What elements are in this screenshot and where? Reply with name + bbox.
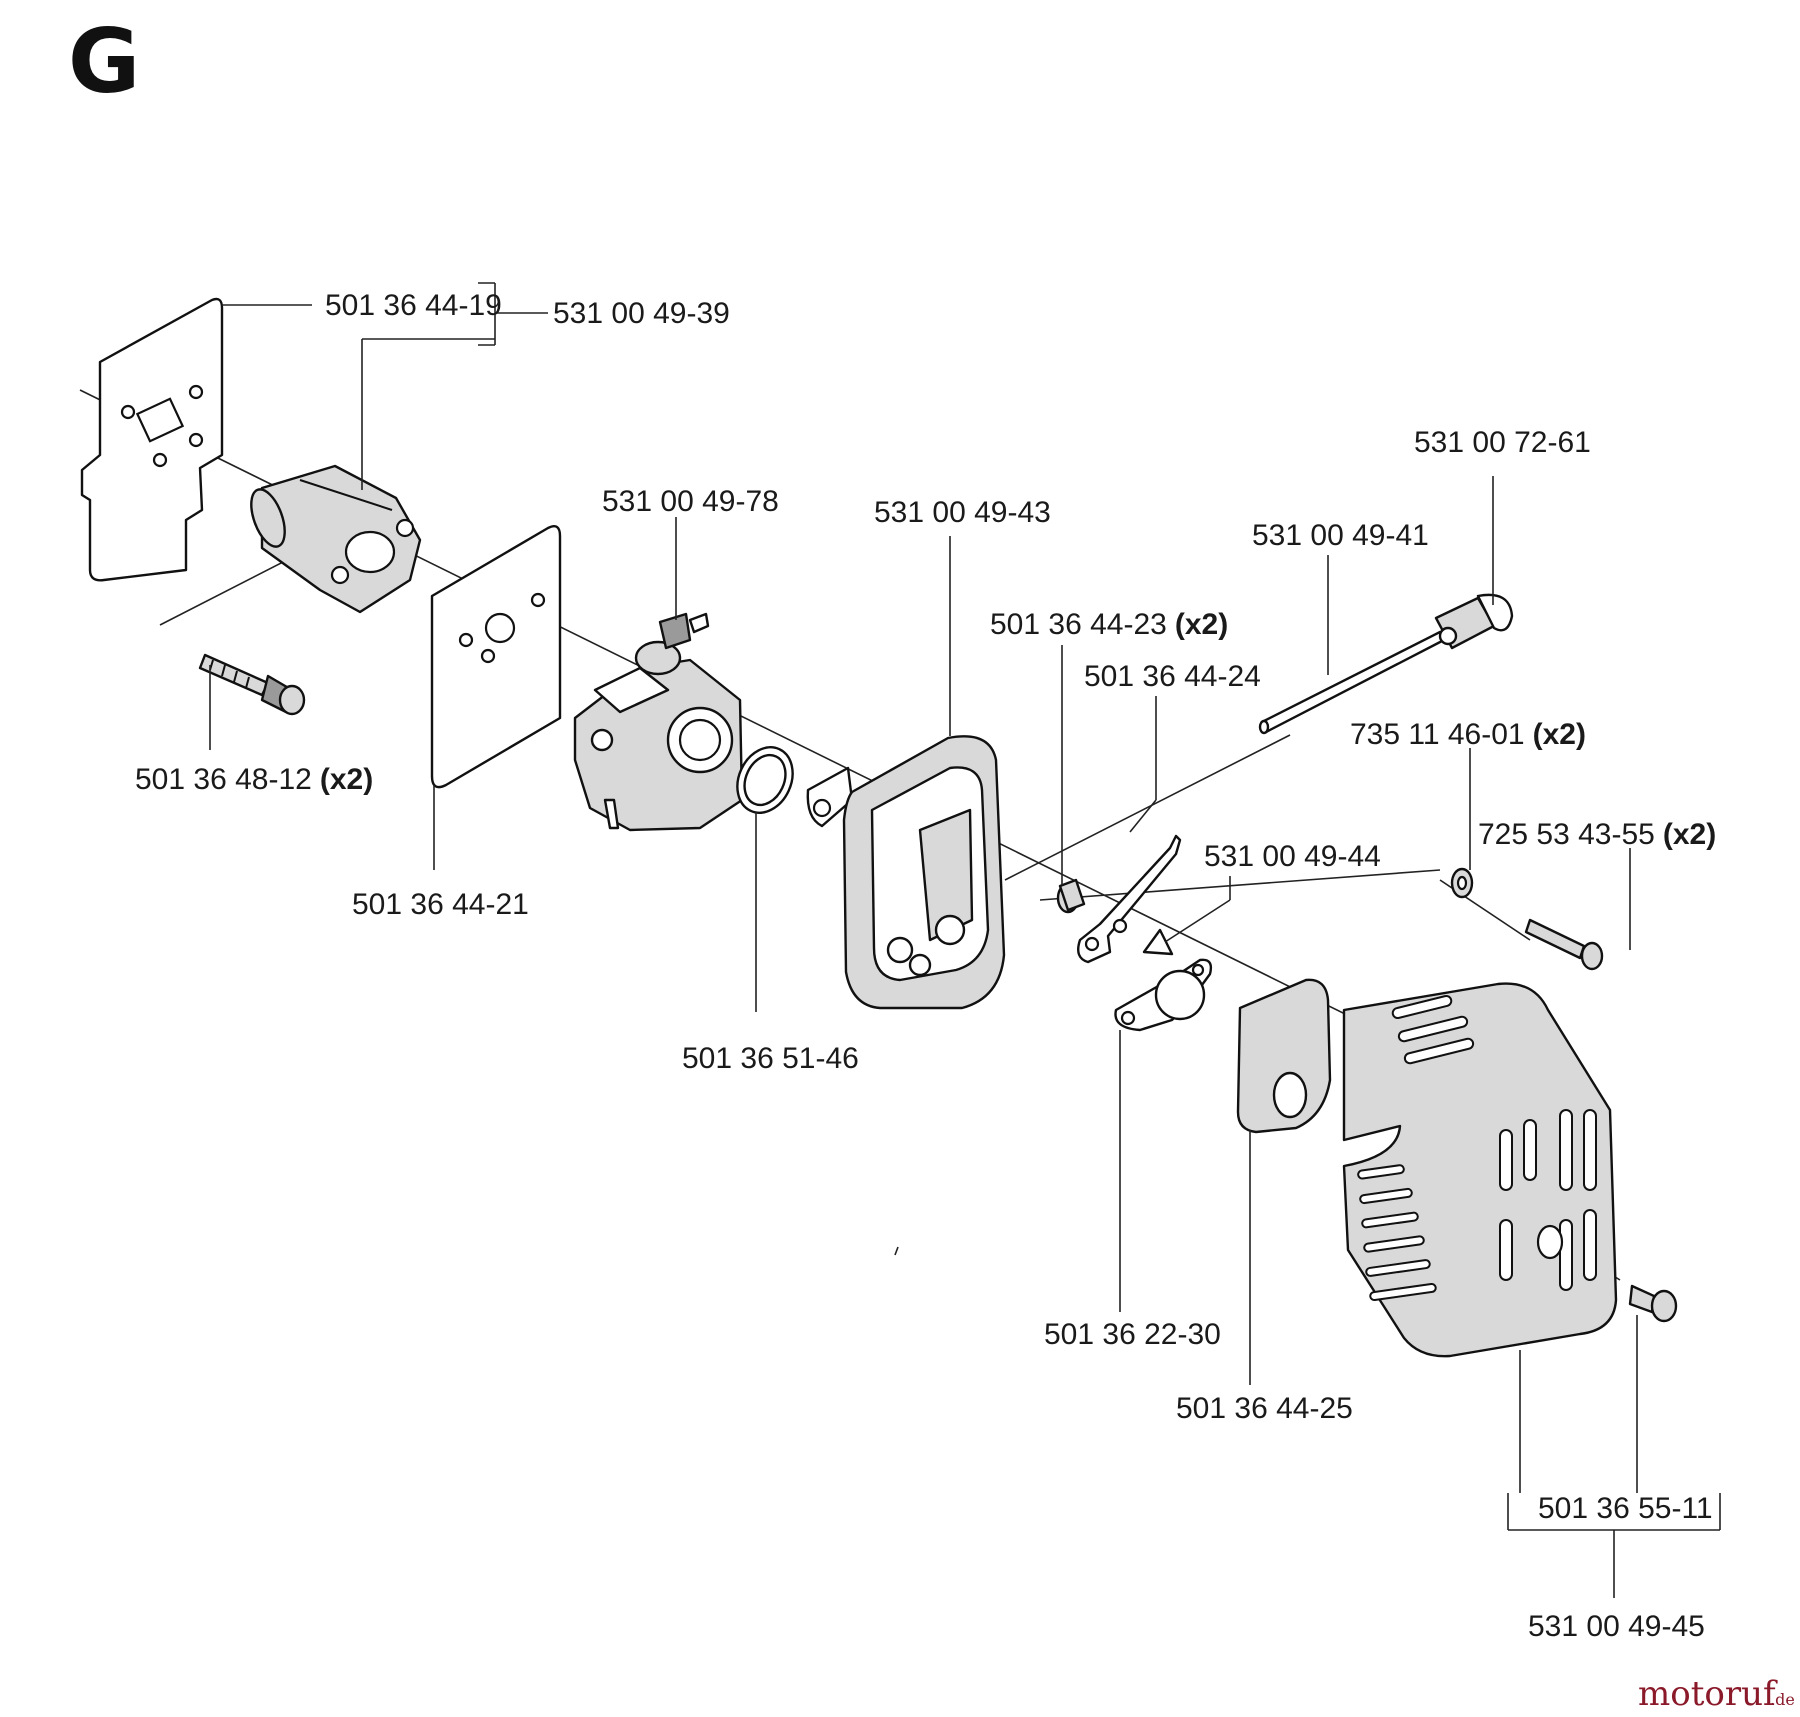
label-fuel-line: 531 00 49-41 (1252, 519, 1429, 552)
choke-lever-part (1077, 834, 1182, 964)
choke-kit-part (1142, 928, 1174, 956)
gasket-inner-part (80, 297, 224, 582)
cover-vent-slots (1357, 994, 1597, 1302)
watermark-suffix: .de (1770, 1690, 1795, 1709)
washer-part (1450, 867, 1474, 899)
o-ring-part (736, 746, 794, 814)
label-gasket-inner: 501 36 44-19 (325, 289, 502, 322)
label-cover-screw: 501 36 55-11 (1538, 1492, 1713, 1525)
label-screw-rear-qty: (x2) (320, 763, 373, 796)
watermark: motoruf .de (1638, 1674, 1795, 1714)
label-gasket-kit: 531 00 49-39 (553, 297, 730, 330)
label-screw-rear-number: 501 36 48-12 (135, 763, 312, 796)
filter-cover-part (1342, 982, 1618, 1358)
bushing-part (1056, 878, 1086, 914)
label-filter-cover-kit: 531 00 49-45 (1528, 1610, 1705, 1643)
label-bushing-qty: (x2) (1175, 608, 1228, 641)
label-o-ring: 501 36 51-46 (682, 1042, 859, 1075)
label-primer-bulb: 531 00 72-61 (1414, 426, 1591, 459)
label-air-filter-base: 531 00 49-43 (874, 496, 1051, 529)
label-filter-element: 501 36 44-25 (1176, 1392, 1353, 1425)
label-choke-kit: 531 00 49-44 (1204, 840, 1381, 873)
label-choke-plate: 501 36 22-30 (1044, 1318, 1221, 1351)
filter-element-part (1236, 978, 1332, 1134)
label-washer: 735 11 46-01(x2) (1350, 718, 1586, 751)
section-letter: G (68, 10, 140, 113)
label-screw-long-number: 725 53 43-55 (1478, 818, 1655, 851)
part-labels: 501 36 44-19 531 00 49-39 501 36 48-12(x… (135, 289, 1716, 1643)
label-gasket-outer: 501 36 44-21 (352, 888, 529, 921)
gasket-outer-part (430, 525, 562, 789)
leader-lines (209, 282, 1721, 1598)
label-screw-long: 725 53 43-55(x2) (1478, 818, 1716, 851)
carburetor-part (573, 612, 744, 832)
primer-bulb-part (1434, 593, 1514, 650)
label-carburetor: 531 00 49-78 (602, 485, 779, 518)
air-filter-base-part (806, 735, 1006, 1010)
label-bushing-number: 501 36 44-23 (990, 608, 1167, 641)
label-choke-lever: 501 36 44-24 (1084, 660, 1261, 693)
choke-plate-part (1114, 958, 1213, 1032)
long-screw-part (1524, 918, 1604, 971)
watermark-text: motoruf (1638, 1674, 1778, 1714)
label-bushing: 501 36 44-23(x2) (990, 608, 1228, 641)
rear-screw-part (198, 653, 306, 716)
label-screw-rear: 501 36 48-12(x2) (135, 763, 373, 796)
intake-adapter-part (250, 464, 422, 614)
label-screw-long-qty: (x2) (1663, 818, 1716, 851)
label-washer-qty: (x2) (1533, 718, 1586, 751)
cover-screw-part (1628, 1284, 1678, 1323)
label-washer-number: 735 11 46-01 (1350, 718, 1525, 751)
